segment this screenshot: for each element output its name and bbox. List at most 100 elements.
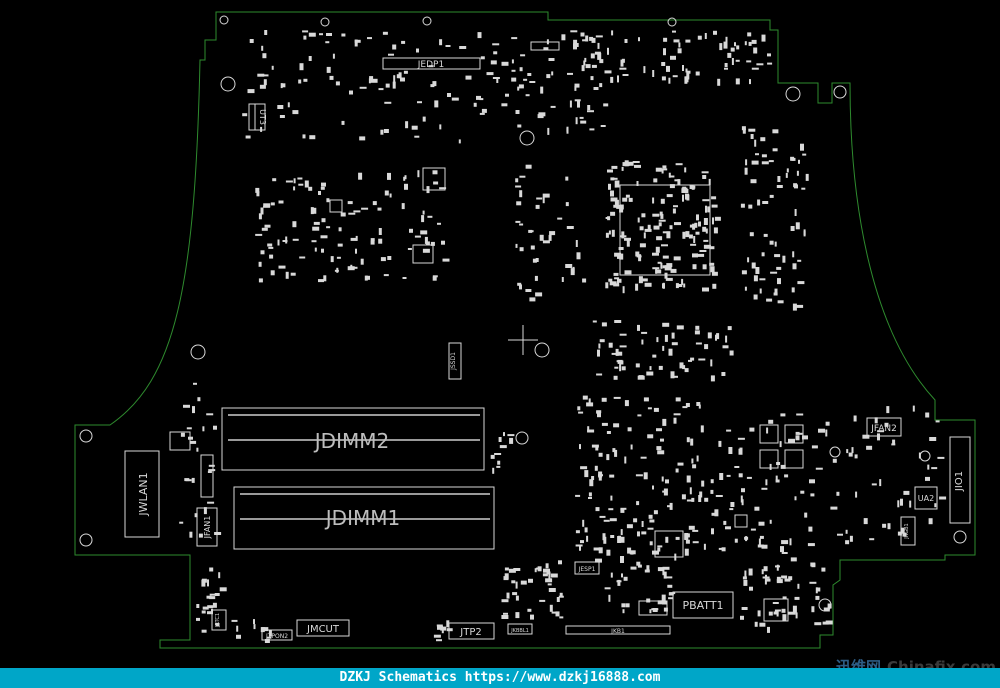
component-pad (655, 246, 660, 253)
component-pad (180, 432, 185, 437)
component-pad (349, 90, 353, 95)
component-pad (691, 497, 695, 502)
component-pad (580, 540, 584, 544)
component-pad (595, 558, 602, 563)
component-pad (749, 79, 751, 85)
component-pad (637, 531, 640, 537)
component-pad (519, 223, 524, 226)
component-pad (361, 207, 369, 210)
component-pad (272, 178, 277, 182)
component-pad (638, 37, 640, 42)
component-pad (739, 447, 743, 455)
component-pad (702, 226, 707, 232)
component-pad (496, 465, 501, 468)
component-pad (218, 572, 221, 579)
component-pad (370, 240, 375, 245)
component-pad (207, 611, 213, 615)
component-pad (758, 538, 761, 546)
component-pad (623, 576, 628, 581)
component-pad (744, 570, 747, 578)
component-pad (312, 226, 320, 231)
component-pad (769, 463, 772, 470)
component-pad (458, 139, 461, 144)
component-pad (725, 526, 731, 530)
component-pad (630, 444, 633, 450)
component-pad (668, 592, 674, 596)
component-pad (610, 197, 618, 202)
component-pad (709, 262, 715, 266)
component-pad (754, 139, 757, 147)
component-pad (748, 204, 753, 209)
component-pad (591, 444, 599, 448)
component-pad (614, 252, 622, 257)
component-pad (909, 500, 912, 508)
component-pad (761, 569, 764, 575)
component-pad (614, 199, 619, 207)
component-pad (673, 256, 681, 261)
component-pad (617, 536, 622, 543)
component-pad (810, 493, 815, 497)
component-pad (892, 439, 896, 444)
component-pad (436, 624, 443, 627)
pcb-board-view[interactable]: JEDP1 UT3 JDIMM2 JDIMM1 JWLAN1 JFAN1 JFA… (0, 0, 1000, 668)
component-pad (515, 178, 519, 183)
component-pad (302, 134, 306, 139)
component-pad (565, 176, 569, 181)
component-pad (584, 470, 589, 478)
component-pad (530, 245, 535, 250)
component-pad (652, 485, 654, 490)
component-pad (685, 403, 690, 407)
component-pad (268, 629, 272, 637)
component-pad (750, 179, 757, 184)
component-pad (619, 364, 622, 372)
component-pad (641, 278, 648, 282)
component-pad (662, 566, 670, 570)
component-pad (622, 74, 629, 76)
component-pad (504, 573, 509, 580)
component-pad (756, 63, 764, 66)
component-pad (781, 575, 788, 579)
component-pad (723, 41, 728, 49)
component-pad (565, 202, 569, 207)
component-pad (582, 519, 585, 527)
component-pad (689, 185, 694, 189)
component-pad (608, 183, 611, 190)
component-pad (404, 175, 407, 180)
component-pad (422, 116, 426, 122)
component-pad (445, 45, 451, 47)
component-pad (594, 465, 598, 471)
component-pad (675, 163, 683, 166)
component-pad (209, 567, 214, 572)
component-pad (618, 278, 622, 283)
component-pad (626, 524, 633, 529)
component-pad (574, 99, 581, 102)
component-pad (639, 243, 646, 248)
component-pad (663, 571, 667, 579)
component-pad (653, 510, 658, 515)
component-pad (797, 259, 802, 262)
component-pad (401, 203, 405, 210)
component-pad (207, 501, 215, 504)
component-pad (190, 440, 197, 444)
component-pad (614, 449, 618, 457)
component-pad (765, 479, 768, 486)
component-pad (825, 421, 830, 426)
label-ut3: UT3 (258, 109, 267, 125)
component-pad (359, 86, 367, 89)
component-pad (555, 611, 560, 617)
component-pad (602, 533, 606, 541)
component-pad (525, 94, 530, 97)
component-pad (862, 434, 870, 439)
component-pad (614, 366, 619, 369)
component-pad (608, 278, 613, 282)
component-pad (661, 476, 664, 482)
component-pad (646, 598, 651, 603)
component-pad (757, 199, 761, 206)
component-pad (622, 609, 625, 614)
component-pad (682, 406, 688, 409)
component-pad (725, 36, 728, 44)
component-pad (682, 65, 684, 71)
component-pad (939, 496, 947, 500)
component-pad (479, 98, 484, 101)
component-pad (612, 177, 618, 180)
